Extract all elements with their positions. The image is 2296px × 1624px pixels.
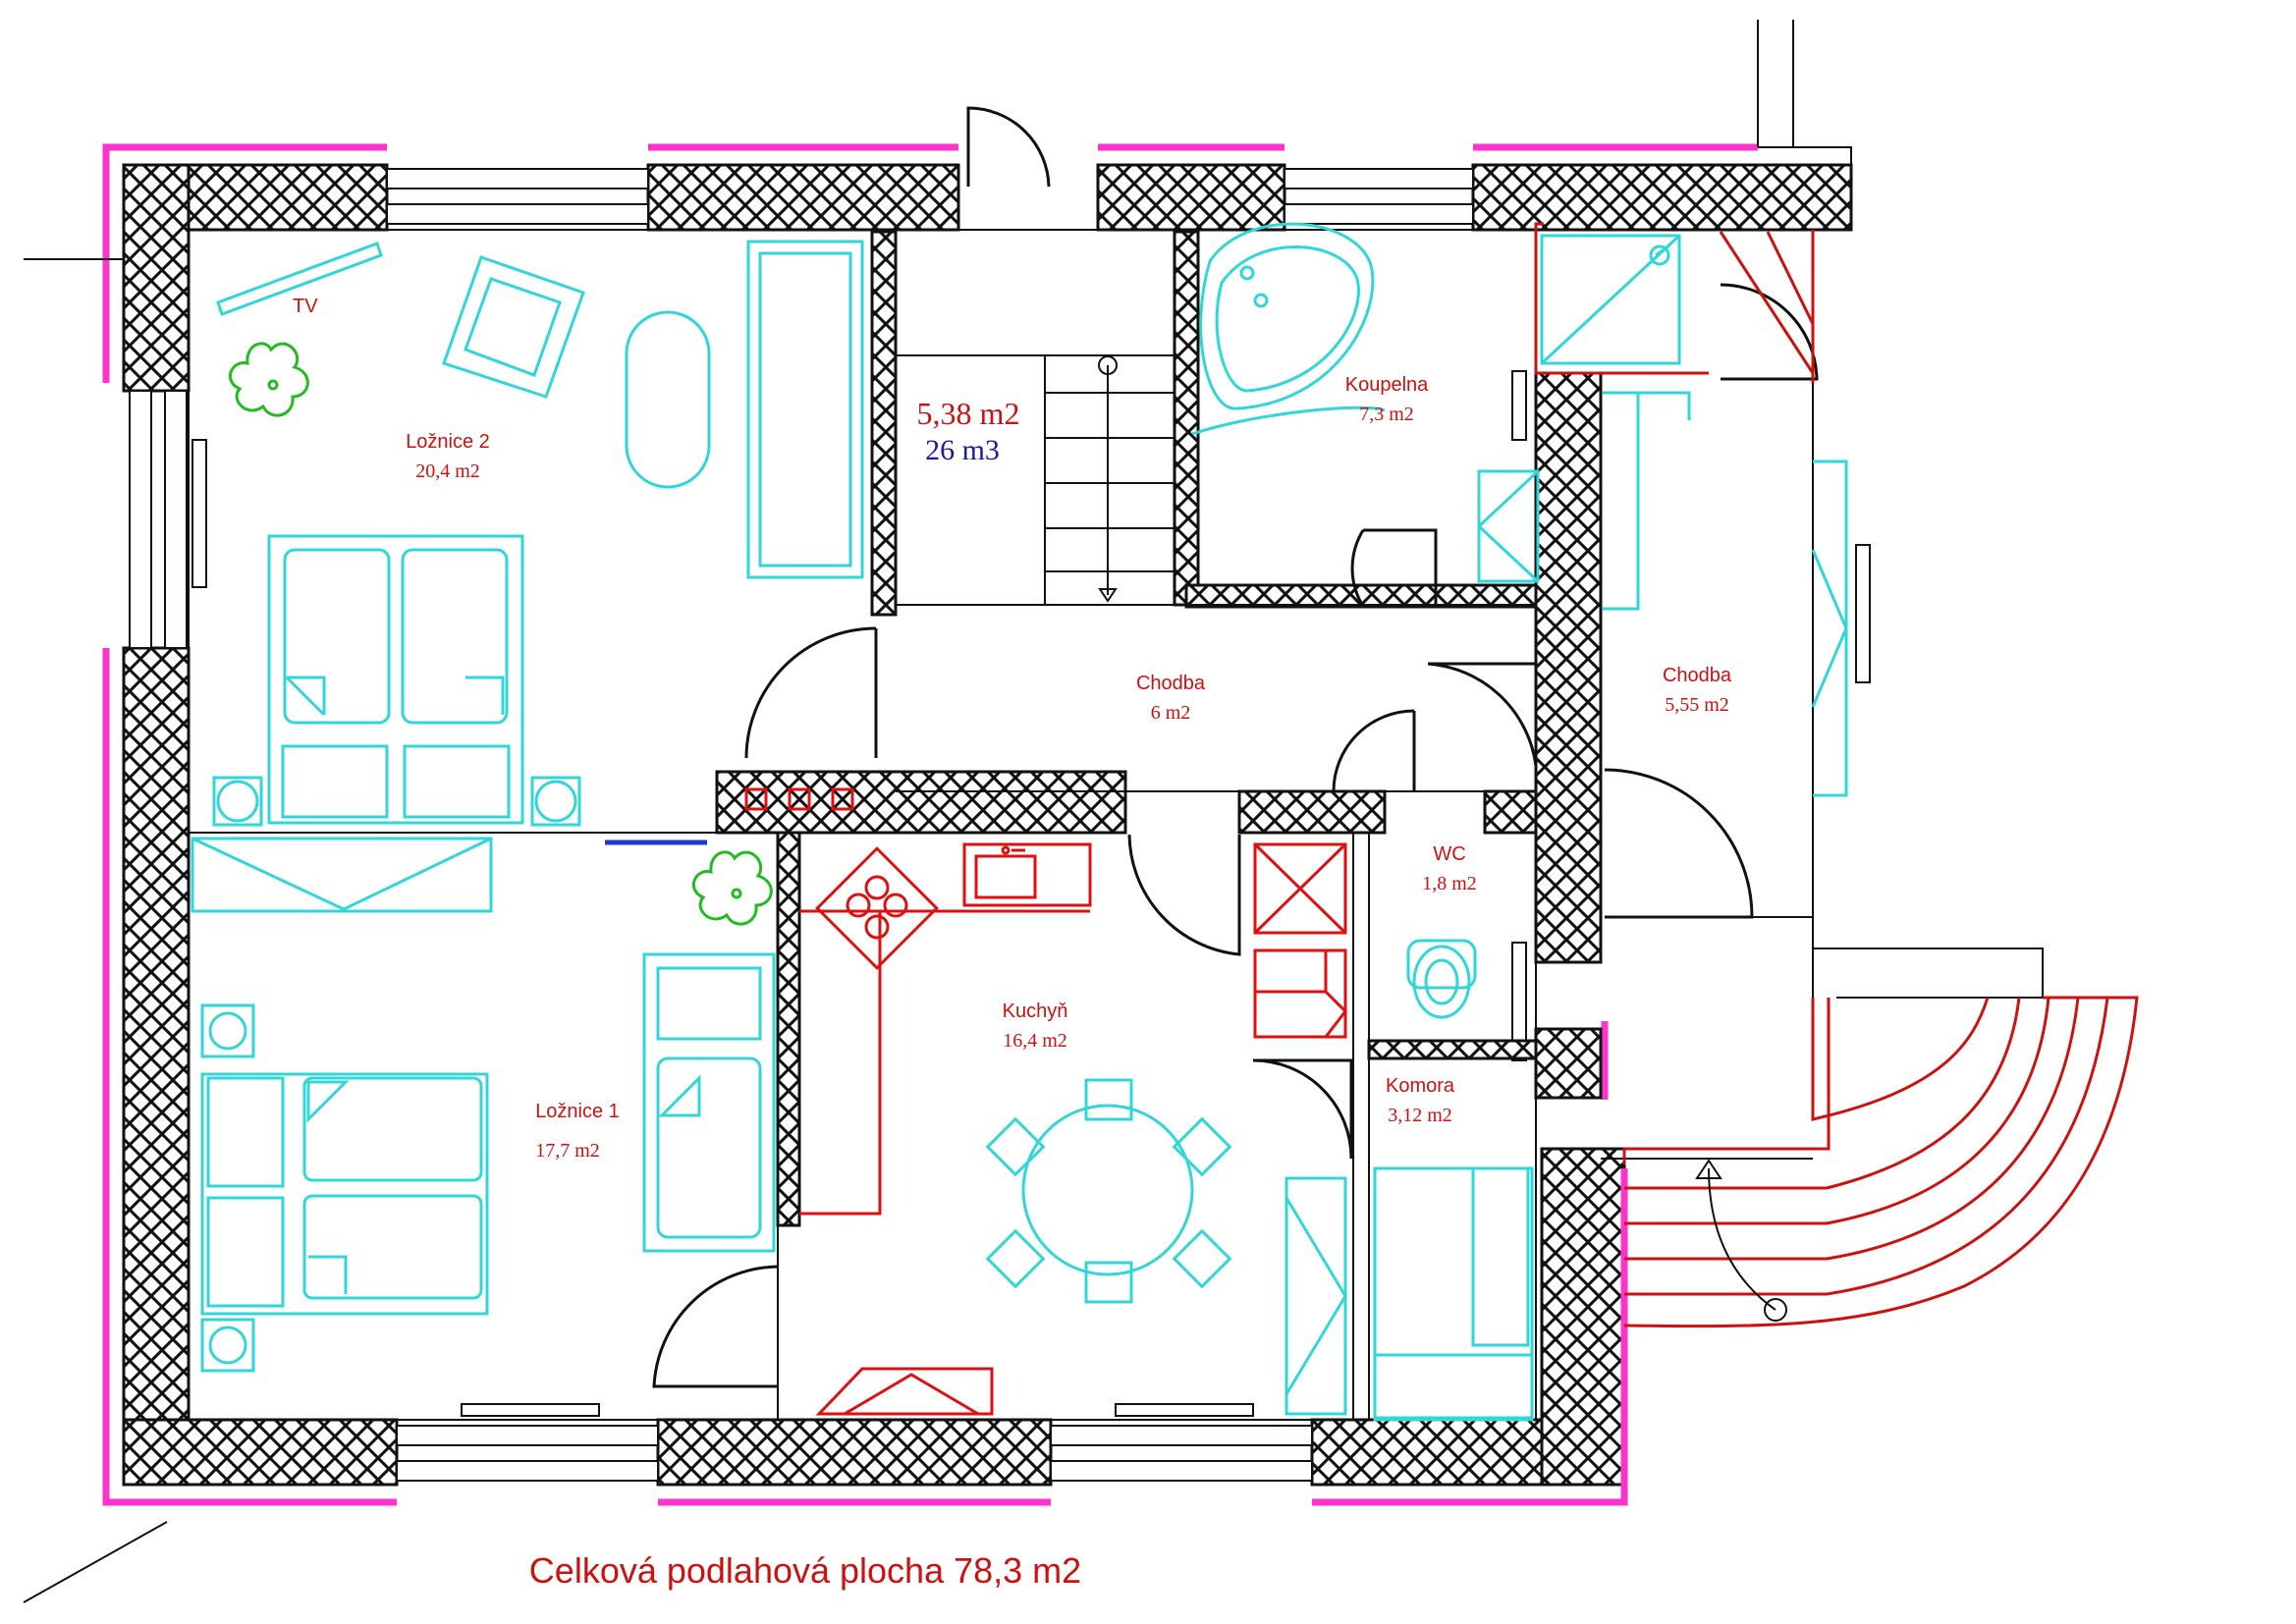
stair-volume: 26 m3 — [925, 434, 1000, 466]
kitchen-units — [799, 842, 1347, 1416]
total-floor-area: Celková podlahová plocha 78,3 m2 — [529, 1550, 1081, 1591]
kuchyn-area: 16,4 m2 — [1003, 1030, 1067, 1052]
loznice2-name: Ložnice 2 — [406, 431, 490, 453]
wc-area: 1,8 m2 — [1422, 873, 1477, 894]
chodba1-name: Chodba — [1136, 673, 1206, 694]
exterior-steps — [1534, 222, 2139, 1328]
chodba2-area: 5,55 m2 — [1665, 694, 1729, 716]
chodba2-name: Chodba — [1663, 665, 1732, 686]
windows — [129, 168, 1871, 1482]
interior-walls — [715, 230, 1603, 1227]
loznice2-area: 20,4 m2 — [415, 460, 480, 482]
furniture — [191, 222, 1848, 1422]
exterior-walls — [122, 163, 1853, 1487]
room-labels: TV Ložnice 2 20,4 m2 5,38 m2 26 m3 Koupe… — [293, 296, 1732, 1591]
plants — [228, 342, 773, 926]
stair-area: 5,38 m2 — [917, 396, 1020, 431]
doors — [652, 106, 1819, 1388]
koupelna-area: 7,3 m2 — [1359, 404, 1414, 425]
insulation-lines — [102, 143, 1758, 1506]
loznice1-name: Ložnice 1 — [535, 1101, 620, 1122]
wc-name: WC — [1433, 843, 1465, 865]
chodba1-area: 6 m2 — [1151, 702, 1191, 724]
staircase — [895, 354, 1175, 606]
koupelna-name: Koupelna — [1345, 374, 1429, 396]
komora-area: 3,12 m2 — [1388, 1105, 1452, 1126]
kuchyn-name: Kuchyň — [1003, 1001, 1068, 1022]
loznice1-area: 17,7 m2 — [535, 1140, 600, 1162]
tv-label: TV — [293, 296, 318, 317]
komora-name: Komora — [1386, 1075, 1455, 1097]
chimney — [744, 787, 854, 811]
